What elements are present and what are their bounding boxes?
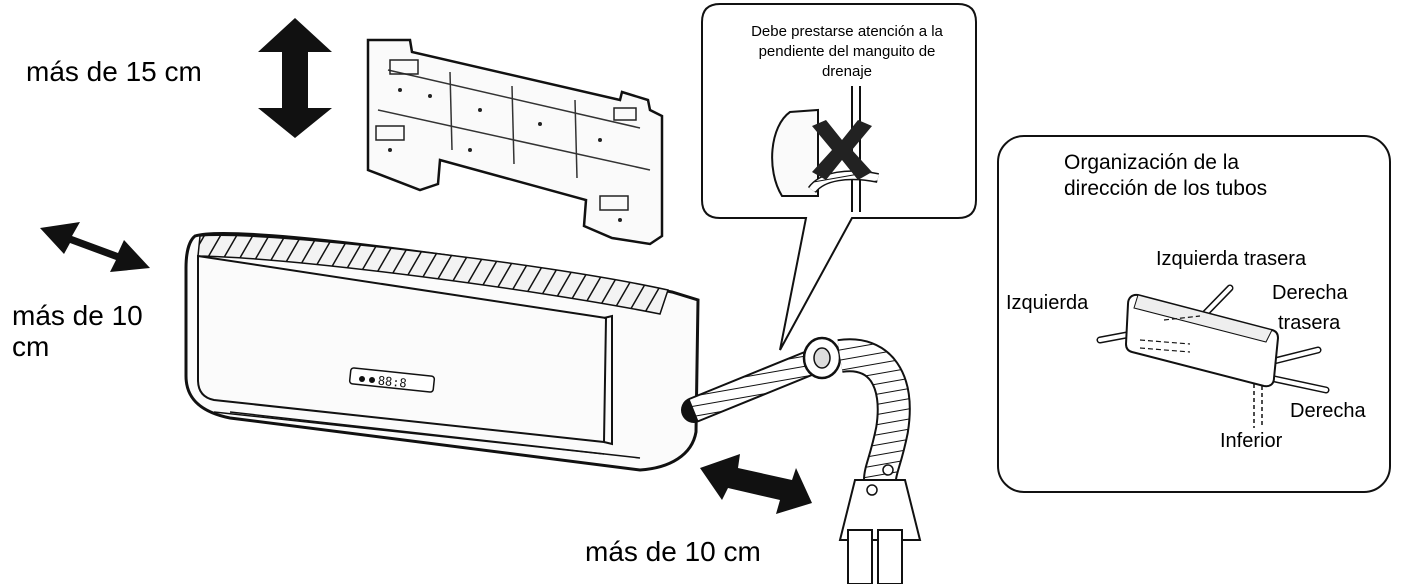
drain-slope-note: Debe prestarse atención a la pendiente d… [717,22,977,82]
direction-label-rear-left: Izquierda trasera [1156,248,1307,270]
direction-label-left: Izquierda [1006,292,1089,314]
top-clearance-label: más de 15 cm [26,56,202,87]
drain-slope-detail [771,86,879,212]
side-clearance-label-line2: cm [12,331,50,362]
pipe-direction-sketch [1096,284,1330,428]
drain-slope-note-line1: Debe prestarse atención a la [751,23,943,40]
side-clearance-label-line1: más de 10 [12,300,143,331]
direction-label-right: Derecha [1290,400,1366,422]
bottom-clearance-label: más de 10 cm [585,536,761,567]
vertical-double-arrow-icon [258,18,332,138]
drain-slope-note-line3: drenaje [821,63,873,80]
direction-label-rear-right-line2: trasera [1278,312,1341,334]
display-digits: 88:8 [377,374,407,391]
bottom-double-arrow-icon [700,454,812,514]
pipe-box-title: Organización de la dirección de los tubo… [1064,150,1267,202]
mounting-plate [366,38,664,246]
drain-hose [681,336,922,584]
pipe-box-title-line1: Organización de la [1064,151,1240,174]
pipe-box-title-line2: dirección de los tubos [1064,177,1268,200]
display-panel [348,367,436,393]
direction-label-bottom: Inferior [1220,430,1283,452]
drain-slope-note-line2: pendiente del manguito de [758,43,936,60]
cross-mark-icon [812,120,872,180]
direction-label-rear-right-line1: Derecha [1272,282,1348,304]
left-double-arrow-icon [40,222,150,272]
indoor-unit: 88:8 [184,231,700,472]
